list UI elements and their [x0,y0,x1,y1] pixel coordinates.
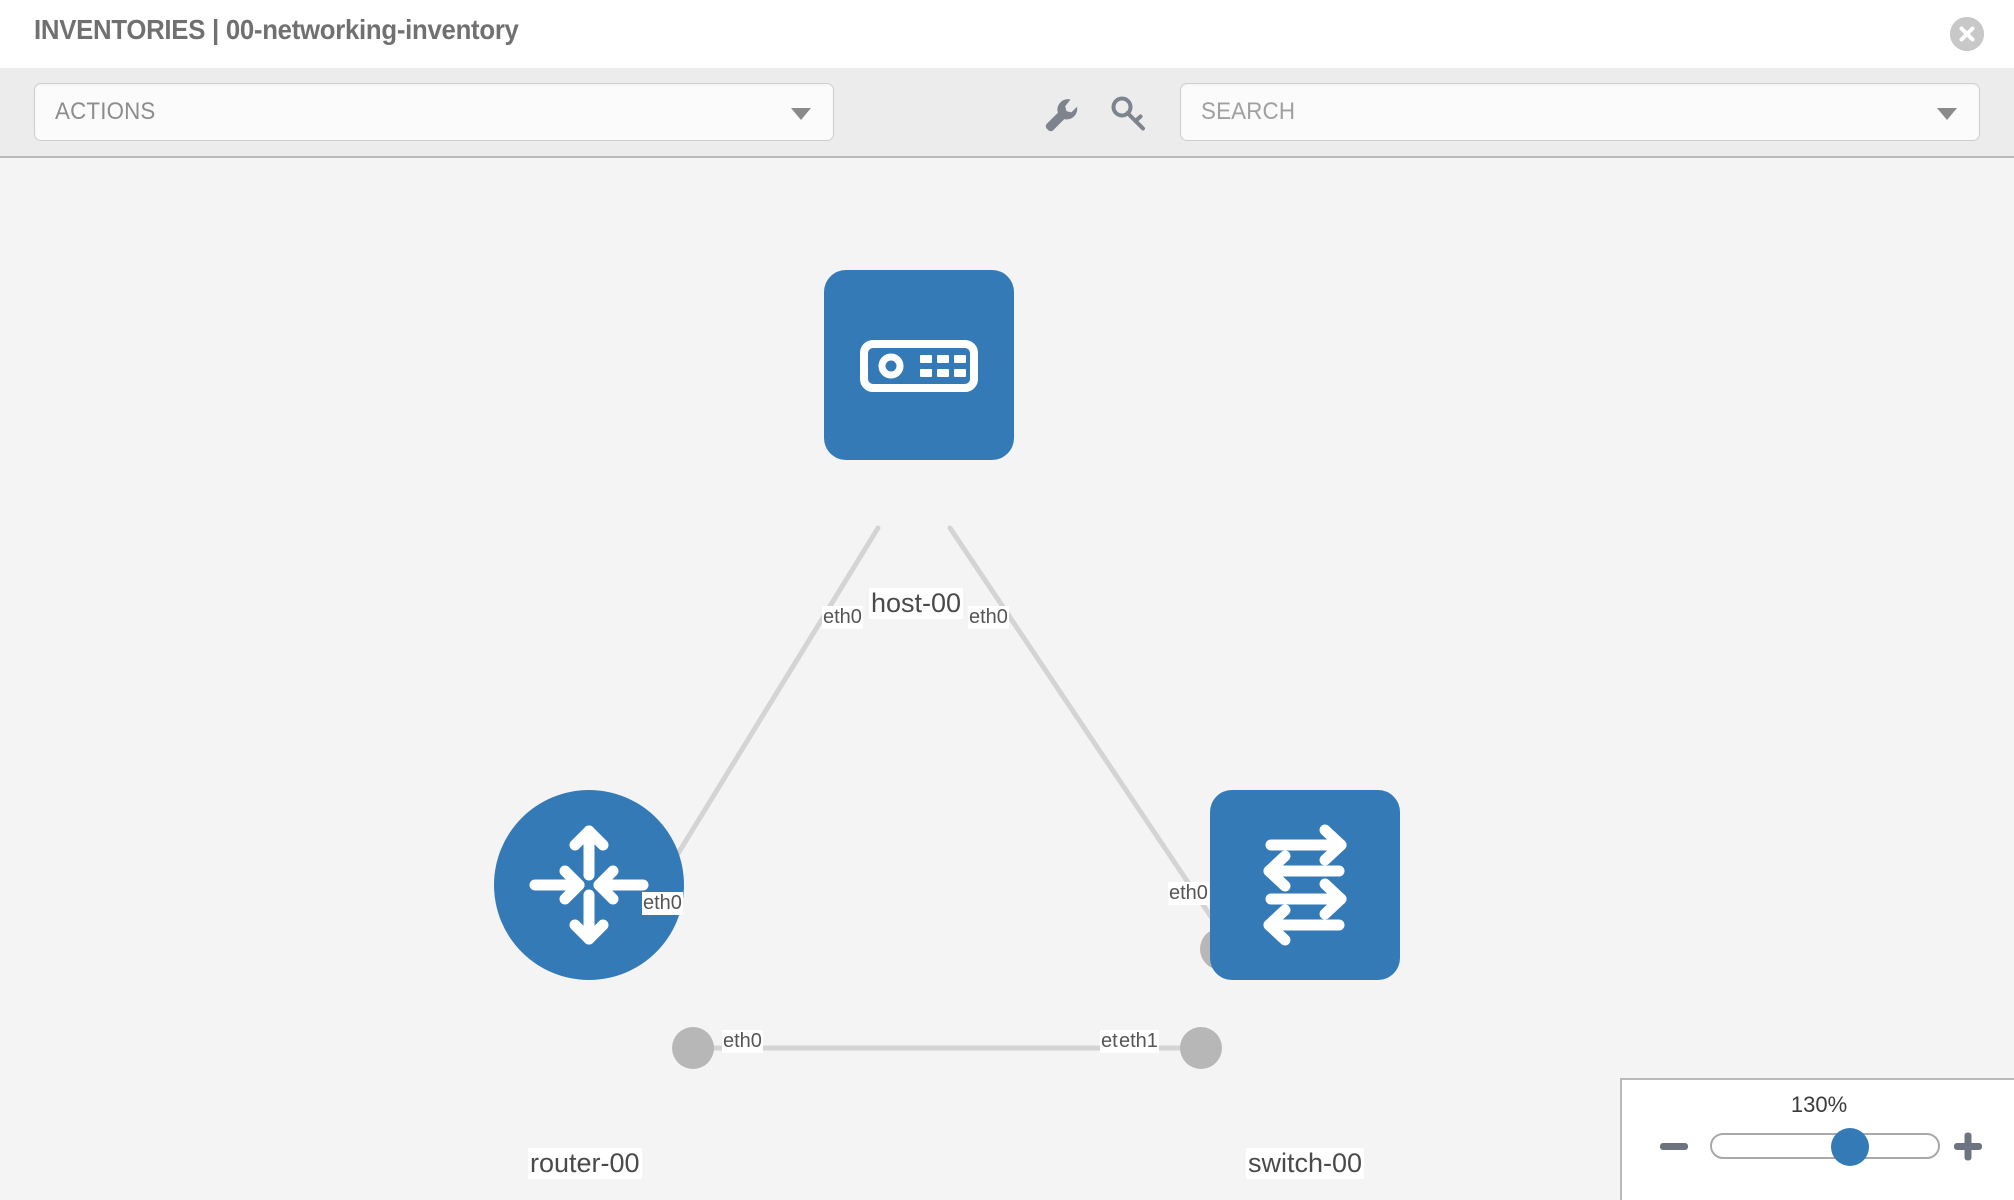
node-host-00-label: host-00 [869,588,964,620]
page-title: INVENTORIES | 00-networking-inventory [34,14,519,45]
port-label-switch-00-uplink: eth0 [1168,882,1209,905]
port-connector-router-00-eth0[interactable] [672,1027,714,1069]
topology-canvas[interactable]: host-00 [0,158,2014,1200]
port-label-switch-00-eth1: eth1 [1118,1030,1159,1053]
search-input-value: SEARCH [1201,98,1296,125]
server-device-icon [824,270,1014,460]
key-icon[interactable] [1108,94,1150,136]
port-label-host-00-left: eth0 [822,606,863,629]
chevron-down-icon [791,108,811,120]
zoom-out-button[interactable] [1656,1128,1692,1164]
switch-arrows-icon [1210,790,1400,980]
chevron-down-icon [1937,108,1957,120]
search-input[interactable]: SEARCH [1180,83,1980,141]
port-label-host-00-right: eth0 [968,606,1009,629]
node-switch-00[interactable] [1210,790,1400,980]
actions-dropdown[interactable]: ACTIONS [34,83,834,141]
node-host-00[interactable] [824,270,1014,460]
zoom-slider[interactable] [1710,1128,1940,1166]
node-host-00-shape [824,270,1014,460]
node-router-00-shape [494,790,684,980]
port-label-router-00-eth0: eth0 [722,1030,763,1053]
zoom-level-value: 130% [1790,1092,1848,1117]
port-label-router-00-uplink: eth0 [642,892,683,915]
zoom-control-panel: 130% [1620,1078,2014,1200]
zoom-in-button[interactable] [1950,1128,1986,1164]
close-icon[interactable] [1950,17,1984,51]
zoom-slider-thumb[interactable] [1831,1128,1869,1166]
node-switch-00-label: switch-00 [1246,1148,1365,1180]
node-router-00[interactable] [494,790,684,980]
page-header: INVENTORIES | 00-networking-inventory [0,0,2014,68]
port-connector-switch-00-eth1[interactable] [1180,1027,1222,1069]
actions-dropdown-label: ACTIONS [55,98,156,125]
node-switch-00-shape [1210,790,1400,980]
toolbar: ACTIONS SEARCH [0,68,2014,158]
node-router-00-label: router-00 [528,1148,642,1180]
link-host00-switch00 [947,525,1235,951]
router-arrows-icon [494,790,684,980]
wrench-icon[interactable] [1040,94,1082,136]
